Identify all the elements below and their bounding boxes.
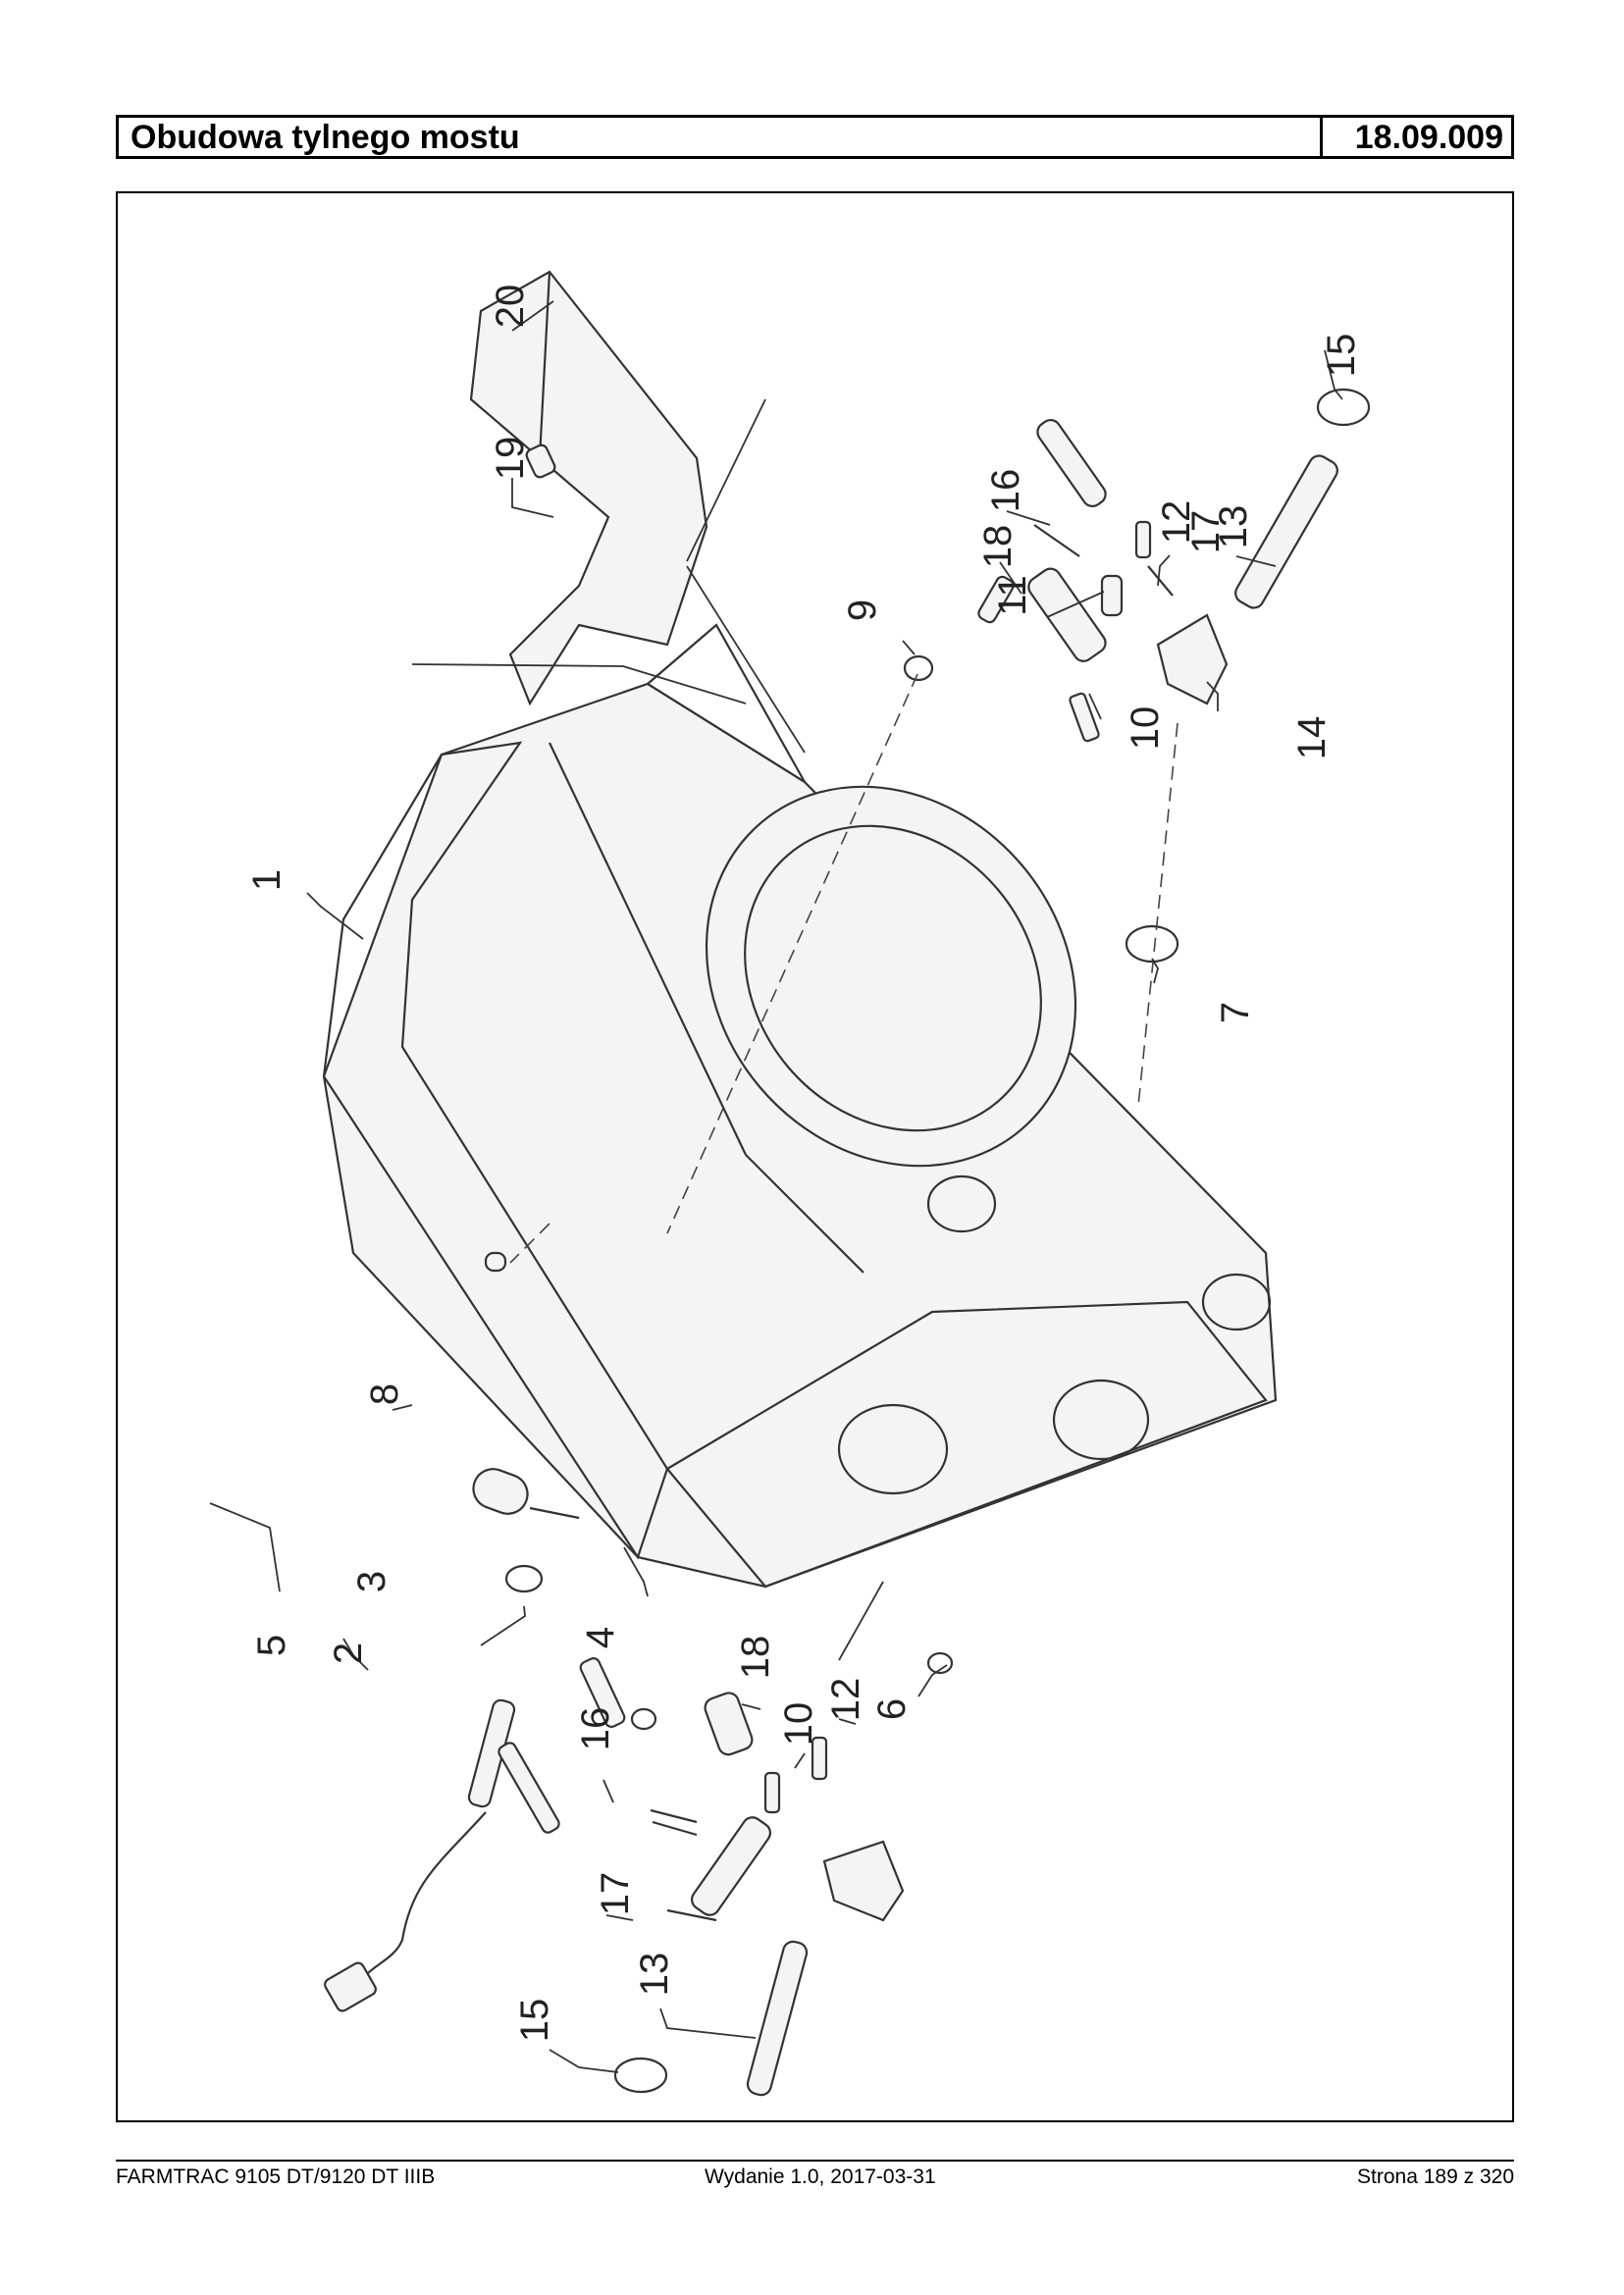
callout-13a: 13 [1212,505,1255,549]
callout-20: 20 [489,285,532,329]
callout-4: 4 [579,1627,622,1648]
callout-10a: 10 [1124,706,1167,751]
small-parts [324,388,1371,2097]
leader-lines [209,300,1343,2073]
page-title: Obudowa tylnego mostu [131,119,520,156]
assembly-axes [509,673,1179,1264]
footer-edition: Wydanie 1.0, 2017-03-31 [705,2165,936,2188]
footer-divider [116,2160,1514,2162]
callout-14: 14 [1290,716,1334,760]
exploded-diagram: 1 2 3 4 5 6 7 8 9 10 10 11 12 12 13 13 1… [116,191,1514,2122]
callout-18a: 18 [976,525,1020,569]
callout-17a: 17 [1184,510,1228,554]
footer-page-number: Strona 189 z 320 [1357,2165,1514,2188]
guard-part [469,270,708,706]
callout-12b: 12 [824,1678,867,1722]
callout-2: 2 [327,1643,370,1664]
callout-16b: 16 [574,1707,617,1751]
callout-15a: 15 [1320,334,1363,378]
footer-model: FARMTRAC 9105 DT/9120 DT IIIB [116,2165,436,2188]
callout-19: 19 [489,437,532,481]
callout-labels: 1 2 3 4 5 6 7 8 9 10 10 11 12 12 13 13 1… [245,285,1363,2043]
callout-18b: 18 [734,1636,777,1680]
callout-10b: 10 [777,1702,820,1747]
callout-13b: 13 [633,1953,676,1997]
callout-7: 7 [1214,1002,1257,1023]
callout-15b: 15 [513,1999,556,2043]
callout-9: 9 [841,600,884,621]
callout-3: 3 [350,1571,393,1592]
callout-17b: 17 [594,1872,637,1916]
callout-16a: 16 [984,469,1027,513]
callout-8: 8 [363,1383,406,1405]
callout-5: 5 [250,1635,293,1656]
rear-axle-housing [322,623,1278,1589]
callout-1: 1 [245,869,288,891]
section-code: 18.09.009 [1320,118,1511,156]
page-header: Obudowa tylnego mostu 18.09.009 [116,115,1514,159]
diagram-drawing: 1 2 3 4 5 6 7 8 9 10 10 11 12 12 13 13 1… [209,270,1371,2097]
callout-6: 6 [870,1698,914,1720]
callout-12a: 12 [1155,500,1198,545]
callout-11: 11 [991,575,1034,616]
